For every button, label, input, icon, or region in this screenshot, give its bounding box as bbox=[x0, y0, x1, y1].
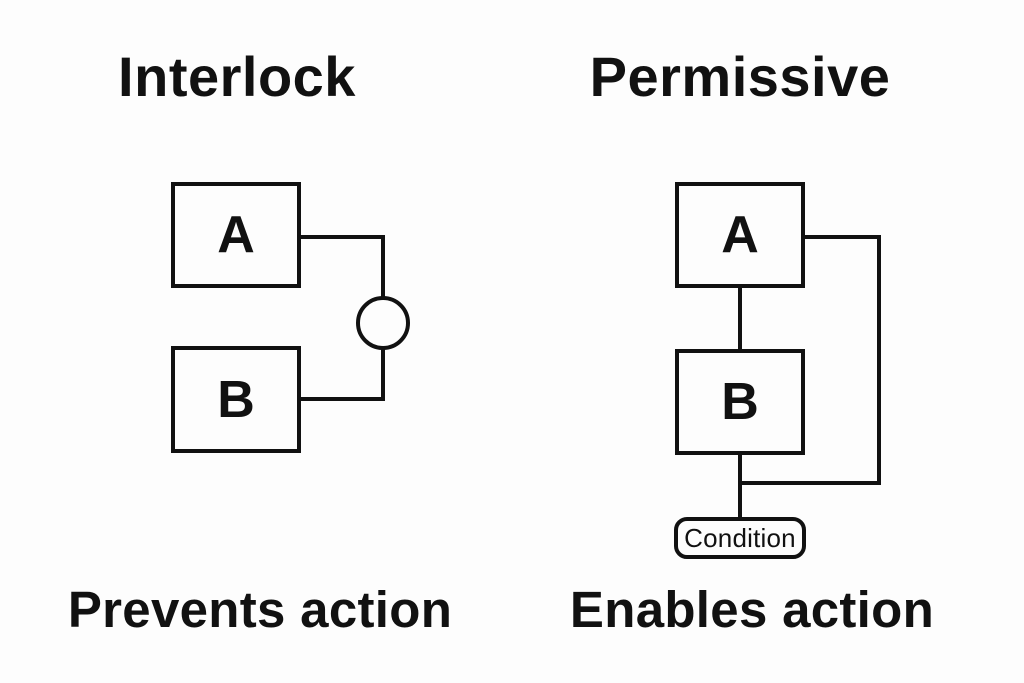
permissive-node-a: A bbox=[675, 182, 805, 288]
permissive-node-a-label: A bbox=[721, 206, 759, 264]
permissive-node-b: B bbox=[675, 349, 805, 455]
interlock-node-b: B bbox=[171, 346, 301, 453]
permissive-bypass-wire-top bbox=[803, 235, 881, 239]
permissive-title: Permissive bbox=[589, 45, 891, 108]
permissive-bypass-wire-vertical bbox=[877, 235, 881, 485]
interlock-wire-vertical-bottom bbox=[381, 348, 385, 401]
interlock-circle-symbol bbox=[356, 296, 410, 350]
interlock-node-a-label: A bbox=[217, 206, 255, 264]
interlock-node-a: A bbox=[171, 182, 301, 288]
permissive-bypass-wire-bottom bbox=[740, 481, 881, 485]
permissive-wire-a-to-b bbox=[738, 286, 742, 352]
permissive-condition-label: Condition bbox=[684, 522, 796, 553]
interlock-wire-a-horizontal bbox=[298, 235, 385, 239]
interlock-node-b-label: B bbox=[217, 370, 255, 429]
interlock-title: Interlock bbox=[118, 45, 356, 108]
interlock-wire-vertical-top bbox=[381, 235, 385, 298]
permissive-node-b-label: B bbox=[721, 373, 759, 431]
permissive-wire-b-to-condition bbox=[738, 453, 742, 519]
interlock-caption: Prevents action bbox=[67, 581, 453, 638]
permissive-caption: Enables action bbox=[569, 581, 935, 638]
interlock-wire-b-horizontal bbox=[298, 397, 385, 401]
permissive-condition-box: Condition bbox=[674, 517, 806, 559]
